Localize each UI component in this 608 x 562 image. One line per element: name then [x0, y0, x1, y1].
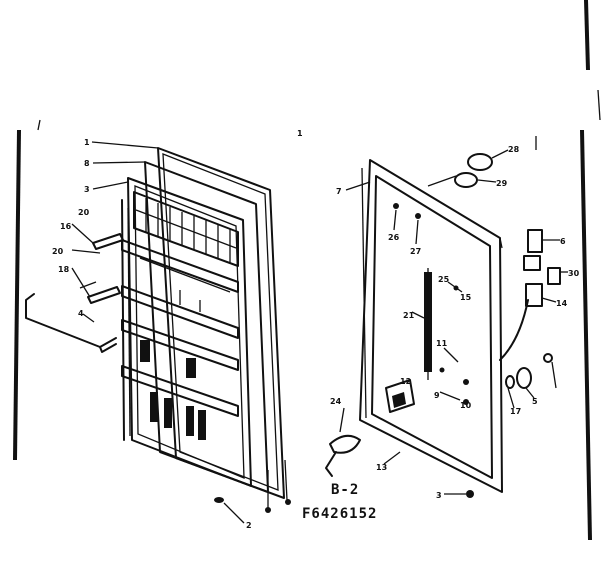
callouts-left: 1 8 3 20 16 20 18 4 2 1 — [52, 129, 303, 530]
callout-14: 14 — [556, 299, 568, 308]
callout-29: 29 — [496, 179, 508, 188]
door-liner — [127, 177, 252, 487]
callout-20a: 20 — [78, 208, 90, 217]
callout-21: 21 — [403, 311, 415, 320]
leaders-left — [71, 141, 245, 524]
door-handle — [411, 268, 432, 380]
section-caption: B-2 — [331, 482, 359, 498]
leaders-right — [345, 136, 568, 495]
outer-door-assembly — [325, 136, 568, 498]
door-gasket — [157, 147, 285, 499]
callout-18: 18 — [58, 265, 70, 274]
callout-10: 10 — [460, 401, 472, 410]
callout-5: 5 — [532, 397, 538, 406]
callout-25: 25 — [438, 275, 450, 284]
callout-16: 16 — [60, 222, 72, 231]
callout-12: 12 — [400, 377, 411, 386]
panel-screws — [393, 203, 474, 498]
callout-3: 3 — [84, 185, 90, 194]
callout-28: 28 — [508, 145, 520, 154]
callouts-right: 7 28 29 30 26 27 6 25 15 21 14 11 12 24 … — [330, 145, 580, 500]
model-number: F6426152 — [302, 506, 377, 522]
callout-3r: 3 — [436, 491, 442, 500]
callout-27: 27 — [410, 247, 421, 256]
callout-4: 4 — [78, 309, 84, 318]
callout-30: 30 — [568, 269, 580, 278]
outer-door-panel — [359, 159, 503, 493]
callout-2: 2 — [246, 521, 252, 530]
callout-26: 26 — [388, 233, 400, 242]
callout-top: 1 — [297, 129, 303, 138]
callout-24: 24 — [330, 397, 342, 406]
screws — [214, 459, 291, 513]
door-shelves — [121, 239, 239, 440]
callout-13: 13 — [376, 463, 387, 472]
latch-bracket — [385, 379, 415, 413]
callout-11: 11 — [436, 339, 448, 348]
scan-edge-marks — [13, 0, 601, 541]
callout-17: 17 — [510, 407, 521, 416]
hinge-parts — [499, 229, 561, 389]
callout-8: 8 — [84, 159, 90, 168]
callout-9: 9 — [434, 391, 440, 400]
door-liner-assembly — [25, 141, 291, 524]
callout-1: 1 — [84, 138, 90, 147]
callout-7: 7 — [336, 187, 342, 196]
shelf-rail — [87, 233, 124, 304]
grille-shelf — [133, 191, 239, 267]
door-cam — [325, 407, 361, 477]
wire-rack — [25, 293, 117, 353]
callout-20b: 20 — [52, 247, 64, 256]
callout-15: 15 — [460, 293, 472, 302]
hinge-rings — [427, 153, 493, 188]
callout-6: 6 — [560, 237, 566, 246]
